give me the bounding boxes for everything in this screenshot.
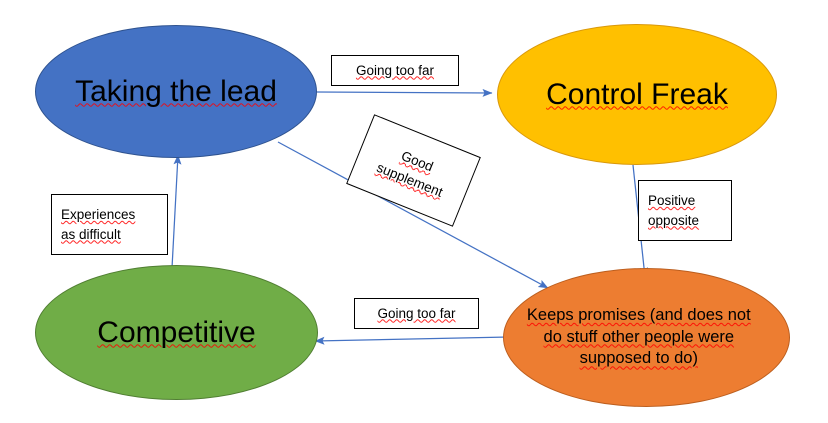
edge-taking-the-lead-to-control-freak	[316, 88, 493, 97]
node-keeps-promises[interactable]: Keeps promises (and does not do stuff ot…	[503, 268, 790, 407]
edge-label-going-too-far-top[interactable]: Going too far	[331, 55, 459, 86]
edge-keeps-promises-to-competitive	[314, 336, 513, 345]
node-keeps-promises-text: Keeps promises (and does not do stuff ot…	[518, 305, 775, 370]
edge-label-going-too-far-top-text: Going too far	[355, 62, 435, 78]
node-control-freak[interactable]: Control Freak	[497, 24, 777, 165]
node-taking-the-lead-label: Taking the lead	[75, 74, 277, 108]
node-taking-the-lead[interactable]: Taking the lead	[35, 25, 317, 158]
edge-label-positive-opposite[interactable]: Positive opposite	[638, 180, 732, 241]
edge-label-positive-opposite-line-2: opposite	[648, 212, 700, 228]
edge-label-experiences-as-difficult-line-1: Experiences	[61, 206, 136, 222]
edge-competitive-to-taking-the-lead	[171, 154, 182, 269]
node-control-freak-label: Control Freak	[546, 77, 728, 111]
node-competitive-label: Competitive	[97, 315, 256, 349]
node-keeps-promises-line-3: supposed to do)	[579, 349, 698, 368]
edge-label-going-too-far-bottom-text: Going too far	[377, 305, 456, 321]
edge-label-experiences-as-difficult[interactable]: Experiences as difficult	[51, 194, 168, 255]
edge-label-good-supplement[interactable]: Good supplement	[346, 114, 481, 227]
edge-label-experiences-as-difficult-line-2: as difficult	[61, 226, 121, 242]
edge-label-positive-opposite-line-1: Positive	[648, 192, 696, 208]
node-keeps-promises-line-1: Keeps promises (and does not	[526, 305, 751, 324]
node-keeps-promises-line-2: do stuff other people were	[543, 327, 735, 346]
edge-label-going-too-far-bottom[interactable]: Going too far	[354, 298, 479, 329]
node-competitive[interactable]: Competitive	[35, 265, 318, 400]
